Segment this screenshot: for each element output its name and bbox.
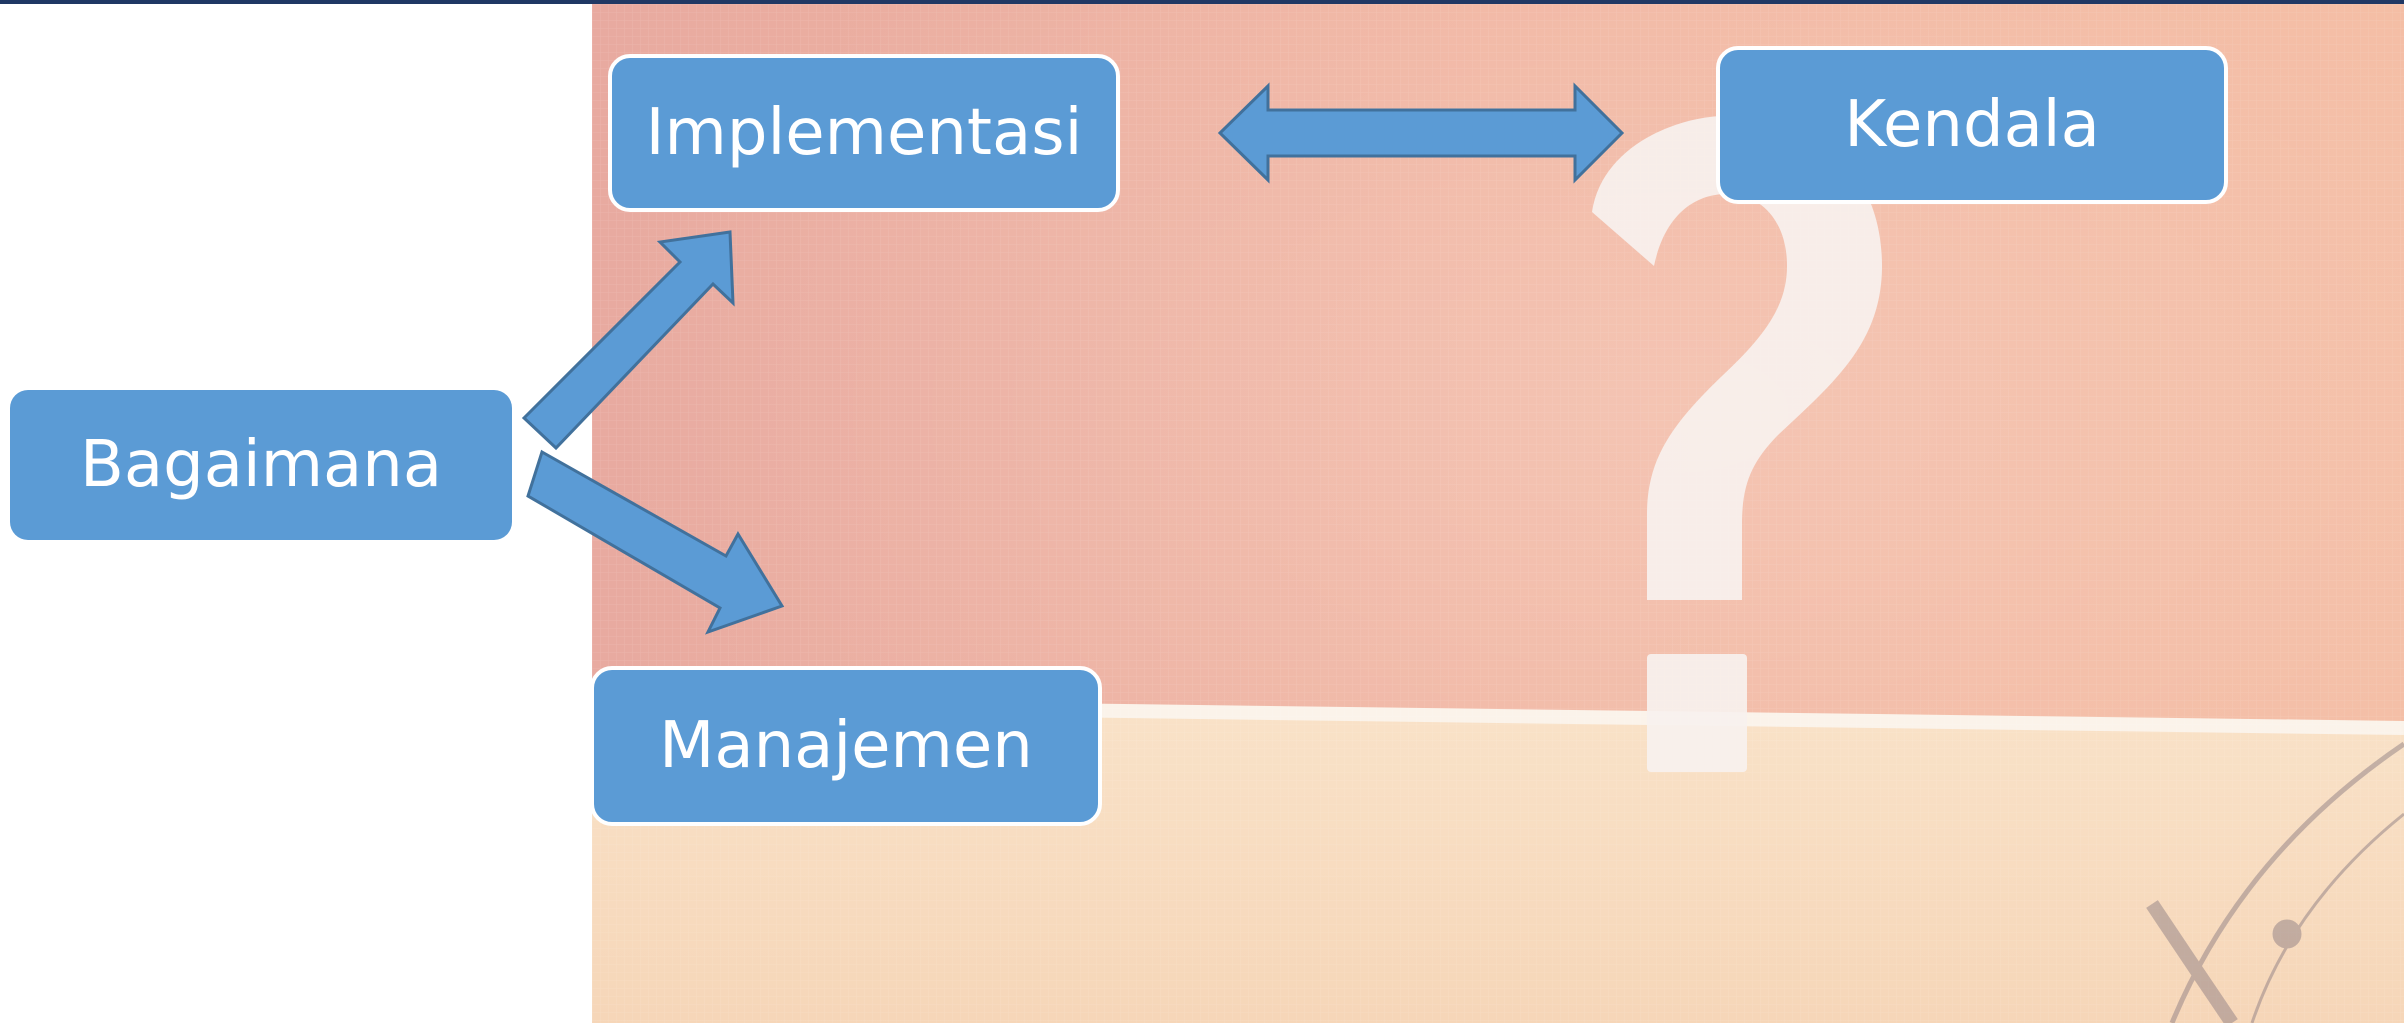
- node-kendala: Kendala: [1716, 46, 2228, 204]
- node-manajemen-label: Manajemen: [659, 709, 1033, 783]
- node-kendala-label: Kendala: [1844, 88, 2100, 162]
- node-manajemen: Manajemen: [590, 666, 1102, 826]
- node-implementasi: Implementasi: [608, 54, 1120, 212]
- node-bagaimana-label: Bagaimana: [79, 428, 443, 502]
- question-mark-icon: [1592, 115, 1882, 772]
- node-bagaimana: Bagaimana: [10, 390, 512, 540]
- node-implementasi-label: Implementasi: [645, 96, 1083, 170]
- top-rule: [0, 0, 2404, 4]
